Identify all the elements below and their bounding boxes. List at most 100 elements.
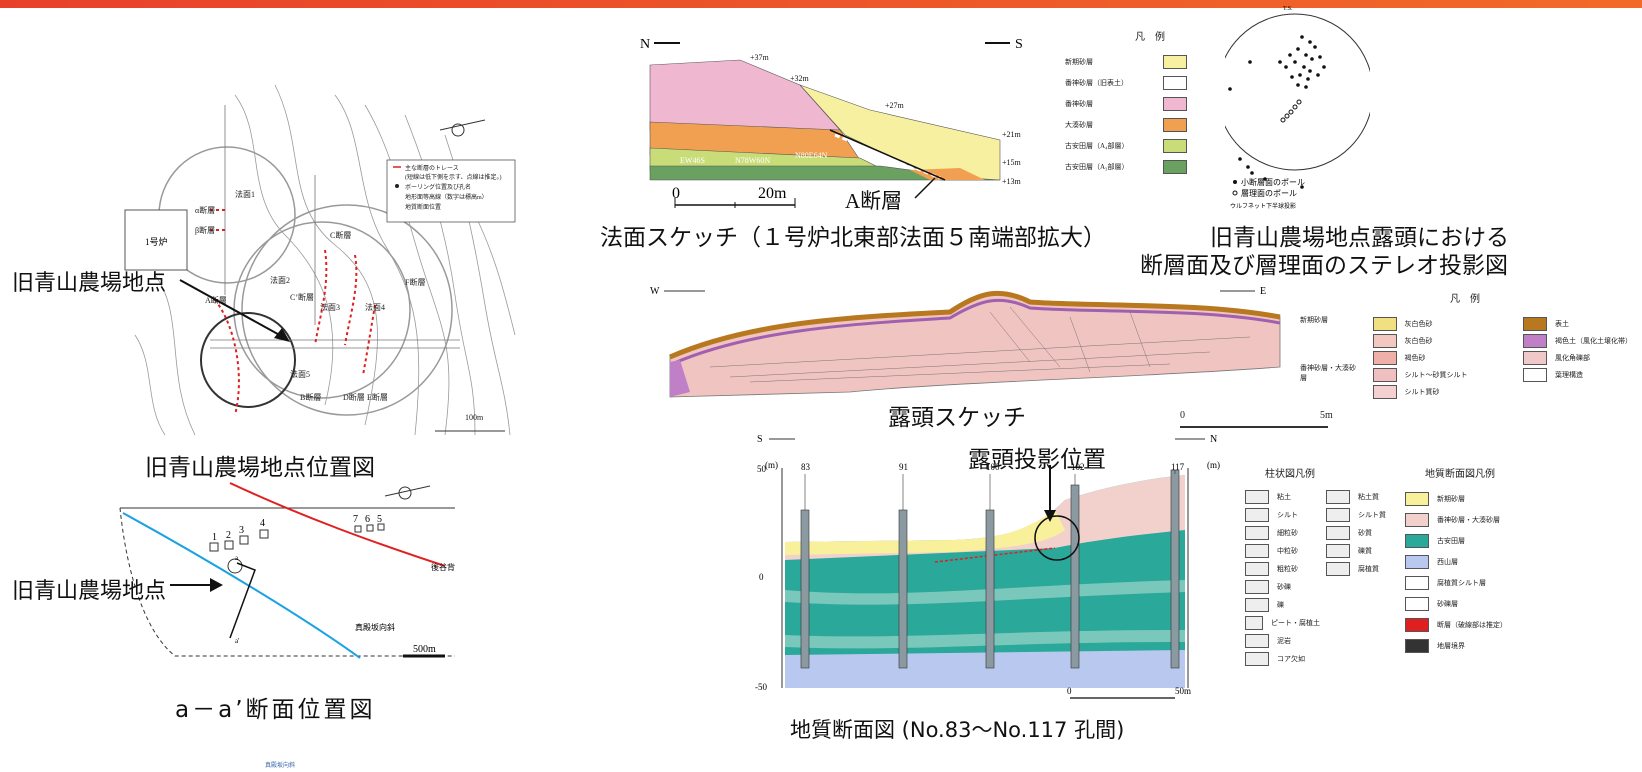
fault-pole-dot (1300, 185, 1304, 189)
column-legend-item: 砂礫 (1245, 578, 1320, 596)
fault-pole-dot (1318, 55, 1322, 59)
column-legend-item: シルト質 (1326, 506, 1395, 524)
slope-legend-label: 大湊砂層 (1065, 120, 1093, 129)
geo-dir-s: S (757, 434, 763, 445)
geo-scale-50: 50m (1175, 686, 1191, 696)
column-legend-swatch (1326, 508, 1350, 522)
map-legend-2: (短線は低下側を示す、点線は推定。) (405, 173, 502, 181)
column-legend-item: 中粒砂 (1245, 542, 1320, 560)
geo-legend-swatch (1405, 512, 1429, 527)
legend-geo-title: 地質断面図凡例 (1425, 469, 1495, 480)
column-legend-item: 礫質 (1326, 542, 1395, 560)
column-legend-item: 粘土 (1245, 488, 1320, 506)
strike-3: N80E64N (795, 151, 828, 160)
slope-legend-swatch (1163, 96, 1187, 111)
column-legend-label: シルト質 (1358, 511, 1386, 519)
hole-2: 2 (226, 530, 231, 541)
slope2-label: 法面2 (270, 275, 290, 285)
e-fault-label: E断層 (367, 392, 388, 402)
location-map-figure: 1号炉 法面1 α断層 β断層 法面2 C断層 C’断層 法面3 法面4 (124, 84, 516, 436)
fault-pole-dot (1313, 45, 1317, 49)
geo-legend-item: 西山層 (1405, 551, 1625, 572)
column-legend-swatch (1326, 544, 1350, 558)
slope-legend-label: 古安田層（A₃部層） (1065, 162, 1129, 171)
geo-legend-item: 砂礫層 (1405, 593, 1625, 614)
bedding-pole-dot (1296, 99, 1302, 105)
geo-legend-item: 地層境界 (1405, 635, 1625, 656)
stereonet-figure: T.S. 小断層面のポール 層理面のポール ウルフネット下半球投影 (1216, 6, 1374, 210)
d-fault-label: D断層 (343, 392, 365, 402)
column-legend-swatch (1245, 562, 1269, 576)
section-location-caption: a－a’断面位置図 (175, 697, 376, 723)
slope-sketch-caption: 法面スケッチ（１号炉北東部法面５南端部拡大） (600, 225, 1106, 251)
outcrop-panel: W E (650, 282, 1290, 412)
strike-2: N78W60N (735, 156, 770, 165)
hole-1: 1 (212, 532, 217, 543)
geo-legend-swatch (1405, 575, 1429, 590)
outcrop-scale-5: 5m (1320, 410, 1333, 421)
column-legend-label: 粗粒砂 (1277, 565, 1298, 573)
road-lines (210, 105, 460, 349)
slope-legend-item: 古安田層（A₃部層） (1065, 156, 1190, 177)
geo-section-caption: 地質断面図 (No.83～No.117 孔間) (790, 718, 1125, 742)
column-legend-label: 中粒砂 (1277, 547, 1298, 555)
group-bansin: 番神砂層・大湊砂層 (1300, 364, 1356, 382)
geo-legend-label: 番神砂層・大湊砂層 (1437, 515, 1500, 524)
outcrop-legend-title: 凡 例 (1450, 294, 1480, 305)
geo-legend-swatch (1405, 554, 1429, 569)
borehole-column (1070, 484, 1080, 669)
borehole-column (898, 509, 908, 669)
y-tick-0: 0 (759, 572, 764, 582)
outcrop-legend-left-label: シルト質砂 (1404, 387, 1440, 396)
map-legend-3: ボーリング位置及び孔名 (405, 183, 471, 191)
stereo-note: ウルフネット下半球投影 (1230, 202, 1296, 210)
outcrop-scale-0: 0 (1180, 410, 1185, 421)
y-tick-50: 50 (757, 464, 767, 474)
geo-legend-label: 西山層 (1437, 557, 1458, 566)
hole-7: 7 (353, 514, 358, 525)
y-tick-m50: -50 (755, 682, 767, 692)
outcrop-dir-e: E (1260, 286, 1266, 297)
column-legend-item: 粘土質 (1326, 488, 1395, 506)
bedding-pole-dot (1288, 109, 1294, 115)
fault-pole-dot (1284, 65, 1288, 69)
column-legend-swatch (1245, 526, 1269, 540)
stereo-legend-2: 層理面のポール (1241, 189, 1297, 198)
column-legend-label: 礫 (1277, 601, 1284, 609)
outcrop-legend-left-label: 灰白色砂 (1404, 319, 1433, 328)
footer-tiny-label: 真殿坂向斜 (265, 763, 296, 769)
borehole-label: 117 (1171, 462, 1185, 472)
fault-pole-dot (1308, 69, 1312, 73)
bedding-pole-dot (1280, 117, 1286, 123)
map-legend-1: 主な断層のトレース (405, 164, 459, 172)
outcrop-legend-left-item: シルト質砂 (1372, 383, 1510, 400)
column-legend-swatch (1245, 652, 1269, 666)
alpha-fault-label: α断層 (195, 205, 215, 215)
scale-label: 100m (465, 413, 484, 422)
fault-a-callout: A断層 (845, 189, 903, 213)
column-legend-label: 細粒砂 (1277, 529, 1298, 537)
slope5-label: 法面5 (290, 369, 310, 379)
stereonet-panel: T.S. 小断層面のポール 層理面のポール ウルフネット下半球投影 (1216, 2, 1374, 212)
outcrop-legend-right-label: 褐色土（風化土壌化帯） (1555, 336, 1632, 345)
outcrop-legend-left-item: 褐色砂 (1372, 349, 1510, 366)
geo-legend-label: 砂礫層 (1437, 599, 1458, 608)
column-legend-label: シルト (1277, 511, 1298, 519)
column-legend-label: 粘土 (1277, 493, 1291, 501)
fault-pole-dot (1310, 57, 1314, 61)
site-callout-lower: 旧青山農場地点 (12, 579, 167, 604)
stereo-legend-1: 小断層面のポール (1241, 177, 1305, 187)
fault-pole-dot (1248, 60, 1252, 64)
slope-legend-swatch (1163, 159, 1187, 174)
hole-5: 5 (377, 514, 382, 525)
geo-legend-item: 古安田層 (1405, 530, 1625, 551)
geo-legend-label: 地層境界 (1437, 641, 1465, 650)
borehole-label: 102 (1071, 462, 1085, 472)
beta-fault-label: β断層 (195, 225, 215, 235)
column-legend-item: 腐植質 (1326, 560, 1395, 578)
column-legend-item: ピート・腐植土 (1245, 614, 1320, 632)
column-legend-swatch (1326, 526, 1350, 540)
slope-legend-label: 古安田層（A₄部層） (1065, 141, 1129, 150)
fault-pole-dot (1304, 53, 1308, 57)
